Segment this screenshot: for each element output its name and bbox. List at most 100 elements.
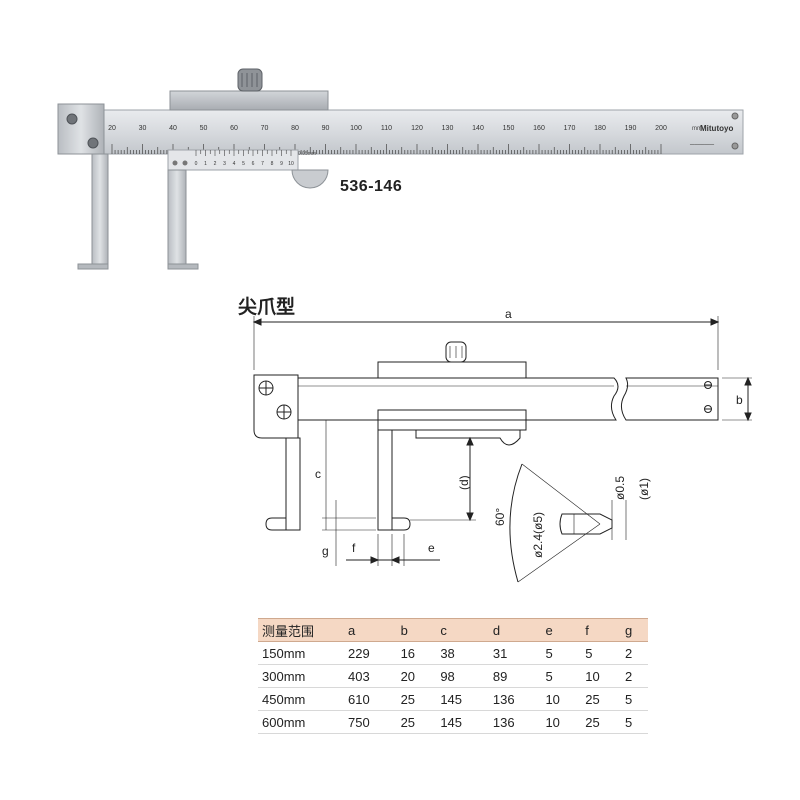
scale-number: 80 (291, 125, 299, 132)
table-cell: 150mm (258, 641, 344, 665)
scale-number: 110 (381, 125, 392, 132)
vernier-number: 0 (195, 161, 198, 167)
table-cell: 16 (396, 641, 437, 665)
vernier-number: 7 (261, 161, 264, 167)
table-cell: 25 (396, 710, 437, 734)
table-cell: 31 (488, 641, 542, 665)
table-cell: 610 (344, 687, 397, 711)
sliding-jaw-tip (167, 263, 199, 270)
table-cell: 98 (436, 664, 489, 688)
table-header: e (541, 618, 582, 642)
vernier-number: 10 (288, 161, 294, 167)
brand-logo: Mitutoyo (700, 124, 733, 133)
vernier-number: 5 (242, 161, 245, 167)
scale-number: 60 (230, 125, 238, 132)
table-header: g (620, 618, 648, 642)
table-row: 600mm 750 25 145 136 10 25 5 (258, 710, 648, 734)
table-cell: 5 (620, 710, 648, 734)
table-header-row: 测量范围 a b c d e f g (258, 618, 648, 642)
beam-outline (297, 377, 619, 421)
table-cell: 750 (344, 710, 397, 734)
dim-g-label: g (322, 544, 329, 558)
table-row: 150mm 229 16 38 31 5 5 2 (258, 641, 648, 665)
table-cell: 229 (344, 641, 397, 665)
scale-number: 200 (655, 125, 667, 132)
thumb-knob (237, 68, 263, 92)
spec-table: 测量范围 a b c d e f g 150mm 229 16 38 31 5 … (258, 618, 648, 734)
table-cell: 5 (620, 687, 648, 711)
table-header: 测量范围 (258, 618, 344, 642)
table-cell: 300mm (258, 664, 344, 688)
table-cell: 5 (541, 641, 582, 665)
dim-a-label: a (505, 307, 512, 321)
vernier-number: 1 (204, 161, 207, 167)
dim-d-label: (d) (457, 475, 471, 490)
main-scale-ticks (111, 144, 662, 154)
scale-number: 90 (322, 125, 330, 132)
table-cell: 145 (436, 710, 489, 734)
vernier-ticks (195, 150, 292, 156)
thumb-wheel (291, 169, 329, 189)
table-cell: 145 (436, 687, 489, 711)
scale-number: 50 (200, 125, 208, 132)
table-cell: 89 (488, 664, 542, 688)
vernier-number: 6 (252, 161, 255, 167)
scale-number: 100 (350, 125, 362, 132)
table-cell: 136 (488, 687, 542, 711)
table-cell: 2 (620, 664, 648, 688)
scale-number: 40 (169, 125, 177, 132)
fixed-jaw-tip (77, 263, 109, 270)
scale-number: 120 (411, 125, 423, 132)
table-cell: 5 (581, 641, 621, 665)
table-header: c (436, 618, 489, 642)
scale-number: 160 (533, 125, 545, 132)
scale-number: 140 (472, 125, 484, 132)
table-cell: 403 (344, 664, 397, 688)
table-cell: 10 (541, 710, 582, 734)
tip-pin (559, 513, 613, 535)
scale-number: 30 (139, 125, 147, 132)
table-cell: 25 (581, 710, 621, 734)
dim-b-label: b (736, 393, 743, 407)
table-header: f (581, 618, 621, 642)
table-cell: 25 (581, 687, 621, 711)
scale-number: 180 (594, 125, 606, 132)
tip-angle-label: 60° (493, 508, 507, 526)
dim-f-label: f (352, 541, 356, 555)
table-cell: 10 (541, 687, 582, 711)
table-cell: 450mm (258, 687, 344, 711)
table-header: d (488, 618, 542, 642)
screw-icon (731, 142, 739, 150)
table-cell: 20 (396, 664, 437, 688)
scale-number: 150 (503, 125, 515, 132)
vernier-number: 3 (223, 161, 226, 167)
table-cell: 38 (436, 641, 489, 665)
vernier-number: 2 (214, 161, 217, 167)
screw-icon (731, 112, 739, 120)
vernier-number: 8 (271, 161, 274, 167)
screw-icon (172, 160, 178, 166)
table-cell: 5 (541, 664, 582, 688)
table-cell: 2 (620, 641, 648, 665)
screw-icon (87, 137, 99, 149)
beam-fine-print: ━━━━━━━━━━ (689, 142, 715, 147)
section-title: 尖爪型 (238, 297, 296, 318)
screw-icon (66, 113, 78, 125)
scale-number: 170 (564, 125, 576, 132)
model-number: 536-146 (340, 178, 403, 195)
vernier-plate (167, 149, 299, 171)
tip-detail-arc (509, 463, 523, 583)
tip-point-alt-label: (ø1) (637, 478, 651, 500)
screw-icon (182, 160, 188, 166)
table-row: 300mm 403 20 98 89 5 10 2 (258, 664, 648, 688)
dim-c-label: c (315, 467, 321, 481)
scale-number: 20 (108, 125, 116, 132)
table-cell: 600mm (258, 710, 344, 734)
tip-point-label: ø0.5 (613, 476, 627, 500)
table-row: 450mm 610 25 145 136 10 25 5 (258, 687, 648, 711)
scale-number: 190 (625, 125, 637, 132)
table-cell: 136 (488, 710, 542, 734)
